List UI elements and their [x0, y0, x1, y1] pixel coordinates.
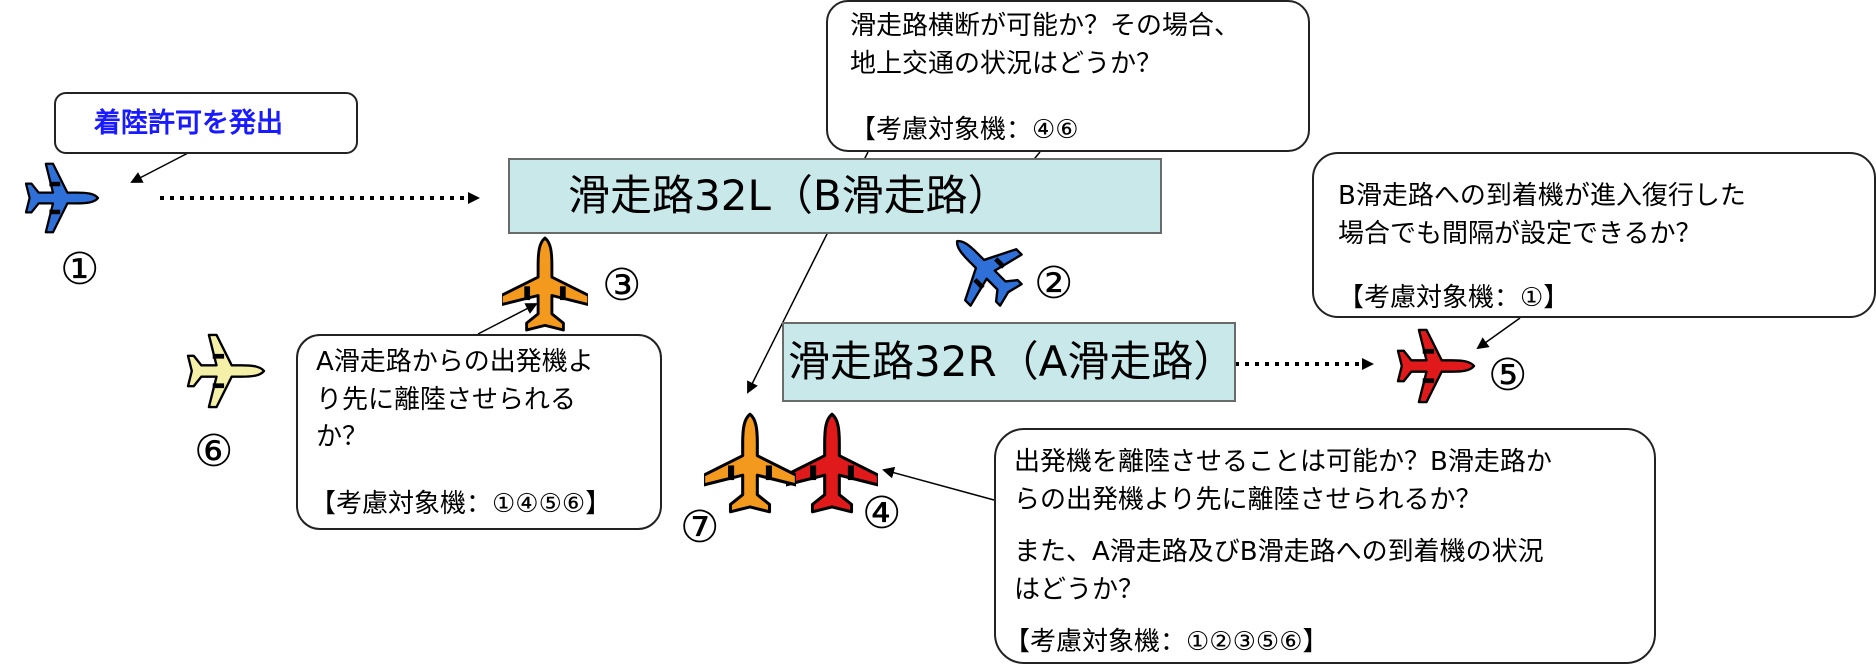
takeoff-aircraft: 【考慮対象機：①②③⑤⑥】: [1004, 627, 1329, 657]
takeoff-line-2: らの出発機より先に離陸させられるか？: [1014, 484, 1482, 515]
takeoff-line-3: また、A滑走路及びB滑走路への到着機の状況: [1014, 537, 1544, 567]
crossing-line-2: 地上交通の状況はどうか？: [850, 48, 1163, 79]
departure-a-pointer: [477, 303, 538, 335]
aircraft-number-3: ③: [602, 260, 642, 311]
runway-32l: 滑走路32L（B滑走路）: [508, 158, 1162, 234]
departure-a-aircraft: 【考慮対象機：①④⑤⑥】: [310, 489, 612, 519]
airplane-icon-3: [502, 236, 588, 332]
aircraft-number-4: ④: [862, 488, 902, 539]
aircraft-number-6: ⑥: [194, 426, 234, 477]
missed-approach-line-2: 場合でも間隔が設定できるか？: [1338, 218, 1702, 249]
takeoff-line-1: 出発機を離陸させることは可能か？B滑走路か: [1014, 447, 1552, 477]
departure-a-line-2: り先に離陸させられる: [316, 384, 577, 415]
aircraft-number-7: ⑦: [680, 502, 720, 553]
crossing-callout: 滑走路横断が可能か？その場合、 地上交通の状況はどうか？ 【考慮対象機：④⑥: [826, 0, 1310, 152]
takeoff-callout: 出発機を離陸させることは可能か？B滑走路か らの出発機より先に離陸させられるか？…: [994, 428, 1656, 664]
aircraft-number-5: ⑤: [1488, 350, 1528, 401]
departure-a-line-1: A滑走路からの出発機よ: [316, 347, 594, 377]
landing-clearance-label: 着陸許可を発出: [94, 108, 283, 139]
crossing-line-1: 滑走路横断が可能か？その場合、: [850, 11, 1241, 41]
airplane-icon-6: [186, 333, 266, 409]
missed-approach-line-1: B滑走路への到着機が進入復行した: [1338, 181, 1746, 211]
missed-approach-pointer: [1476, 317, 1521, 350]
landing-clearance-callout: 着陸許可を発出: [54, 92, 358, 154]
aircraft-number-2: ②: [1034, 258, 1074, 309]
missed-approach-aircraft: 【考慮対象機：①】: [1338, 283, 1570, 313]
runway-32r: 滑走路32R（A滑走路）: [782, 322, 1236, 402]
missed-approach-callout: B滑走路への到着機が進入復行した 場合でも間隔が設定できるか？ 【考慮対象機：①…: [1312, 152, 1876, 318]
runway-32r-label: 滑走路32R（A滑走路）: [788, 337, 1236, 386]
airplane-icon-5: [1396, 328, 1476, 404]
takeoff-pointer: [882, 466, 995, 501]
aircraft-number-1: ①: [60, 244, 100, 295]
takeoff-line-4: はどうか？: [1014, 574, 1145, 605]
airplane-icon-1: [24, 162, 100, 234]
clearance-pointer: [130, 151, 191, 183]
airplane-icon-2: [934, 224, 1034, 312]
departure-a-callout: A滑走路からの出発機よ り先に離陸させられる か？ 【考慮対象機：①④⑤⑥】: [296, 334, 662, 530]
departure-a-line-3: か？: [316, 422, 369, 453]
crossing-aircraft: 【考慮対象機：④⑥: [850, 115, 1079, 145]
runway-32l-label: 滑走路32L（B滑走路）: [568, 171, 1010, 220]
